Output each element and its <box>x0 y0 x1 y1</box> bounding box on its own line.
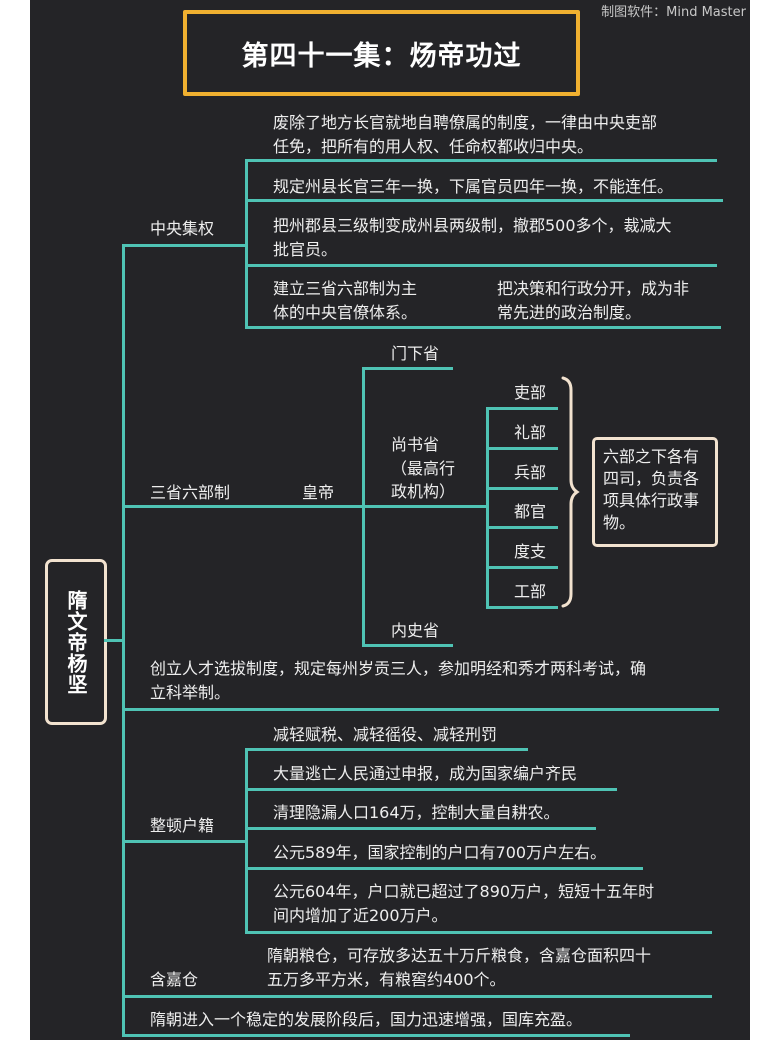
imperial-exam-line1[interactable]: 创立人才选拔制度，规定每州岁贡三人，参加明经和秀才两科考试，确 <box>150 659 647 678</box>
ministry-line-4 <box>486 526 558 529</box>
household-item-2-line <box>245 788 617 791</box>
menxia-line <box>362 367 453 370</box>
branch-household[interactable]: 整顿户籍 <box>150 816 215 835</box>
ministry-line-6 <box>486 606 558 609</box>
centralization-connector <box>122 244 248 247</box>
three-departments-connector <box>122 505 489 508</box>
branch-three-departments[interactable]: 三省六部制 <box>150 483 231 502</box>
centralization-item-2[interactable]: 规定州县长官三年一换，下属官员四年一换，不能连任。 <box>273 177 674 196</box>
ministry-war[interactable]: 兵部 <box>514 463 547 482</box>
watermark: 制图软件：Mind Master <box>601 5 746 20</box>
node-menxia[interactable]: 门下省 <box>391 344 440 363</box>
centralization-item-4a-line2[interactable]: 体的中央官僚体系。 <box>273 303 418 322</box>
centralization-item-3-line <box>245 264 717 267</box>
centralization-item-3-line1[interactable]: 把州郡县三级制变成州县两级制，撤郡500多个，裁减大 <box>273 216 672 235</box>
ministry-line-5 <box>486 566 558 569</box>
ministry-rites[interactable]: 礼部 <box>514 423 547 442</box>
ministry-personnel[interactable]: 吏部 <box>514 383 547 402</box>
ministries-note: 六部之下各有四司，负责各项具体行政事物。 <box>603 447 700 532</box>
root-node[interactable]: 隋文帝杨坚 <box>45 559 107 725</box>
ministry-revenue[interactable]: 度支 <box>514 542 547 561</box>
title-node[interactable]: 第四十一集：炀帝功过 <box>183 10 580 96</box>
household-item-4-line <box>245 867 643 870</box>
centralization-item-3-line2[interactable]: 批官员。 <box>273 240 338 259</box>
node-shangshu-line1[interactable]: 尚书省 <box>391 435 440 454</box>
ministry-line-3 <box>486 487 558 490</box>
household-item-3[interactable]: 清理隐漏人口164万，控制大量自耕农。 <box>273 803 560 822</box>
imperial-exam-line <box>122 708 719 711</box>
ministry-works[interactable]: 工部 <box>514 582 547 601</box>
ministry-line-1 <box>486 407 558 410</box>
granary-line2[interactable]: 五万多平方米，有粮窖约400个。 <box>267 970 506 989</box>
page-title: 第四十一集：炀帝功过 <box>241 40 522 72</box>
imperial-exam-line2[interactable]: 立科举制。 <box>150 683 231 702</box>
centralization-item-4b-line1[interactable]: 把决策和行政分开，成为非 <box>497 279 690 298</box>
household-item-1[interactable]: 减轻赋税、减轻徭役、减轻刑罚 <box>273 725 498 744</box>
centralization-item-4-line <box>245 326 721 329</box>
centralization-item-2-line <box>245 199 723 202</box>
centralization-item-1-line <box>245 159 717 162</box>
centralization-item-4a-line1[interactable]: 建立三省六部制为主 <box>273 279 418 298</box>
ministry-justice[interactable]: 都官 <box>514 502 547 521</box>
curly-brace-icon <box>561 376 580 608</box>
household-item-4[interactable]: 公元589年，国家控制的户口有700万户左右。 <box>273 843 607 862</box>
summary-line <box>122 1034 630 1037</box>
emperor-sub-trunk <box>362 367 365 646</box>
ministries-sub-trunk <box>486 407 489 609</box>
granary-line <box>122 995 712 998</box>
household-item-1-line <box>245 748 528 751</box>
household-item-5-line1[interactable]: 公元604年，户口就已超过了890万户，短短十五年时 <box>273 882 655 901</box>
centralization-item-4b-line2[interactable]: 常先进的政治制度。 <box>497 303 642 322</box>
centralization-item-1-line1[interactable]: 废除了地方长官就地自聘僚属的制度，一律由中央吏部 <box>273 113 658 132</box>
centralization-sub-trunk <box>245 159 248 329</box>
root-label: 隋文帝杨坚 <box>64 589 88 695</box>
node-emperor[interactable]: 皇帝 <box>302 483 335 502</box>
main-trunk-line <box>122 244 125 1037</box>
household-connector <box>122 840 248 843</box>
neishi-line <box>362 644 453 647</box>
node-shangshu-line2[interactable]: （最高行 <box>391 459 456 478</box>
branch-centralization[interactable]: 中央集权 <box>150 219 215 238</box>
ministry-line-2 <box>486 447 558 450</box>
node-shangshu-line3[interactable]: 政机构） <box>391 482 456 501</box>
household-item-3-line <box>245 827 596 830</box>
summary-text[interactable]: 隋朝进入一个稳定的发展阶段后，国力迅速增强，国库充盈。 <box>150 1010 583 1029</box>
granary-line1[interactable]: 隋朝粮仓，可存放多达五十万斤粮食，含嘉仓面积四十 <box>267 946 652 965</box>
household-item-5-line2[interactable]: 间内增加了近200万户。 <box>273 906 448 925</box>
node-neishi[interactable]: 内史省 <box>391 621 440 640</box>
centralization-item-1-line2[interactable]: 任免，把所有的用人权、任命权都收归中央。 <box>273 137 594 156</box>
household-sub-trunk <box>245 748 248 934</box>
household-item-2[interactable]: 大量逃亡人民通过申报，成为国家编户齐民 <box>273 764 578 783</box>
branch-granary[interactable]: 含嘉仓 <box>150 970 199 989</box>
root-connector <box>104 639 124 642</box>
ministries-note-box[interactable]: 六部之下各有四司，负责各项具体行政事物。 <box>592 437 718 547</box>
household-item-5-line <box>245 931 712 934</box>
